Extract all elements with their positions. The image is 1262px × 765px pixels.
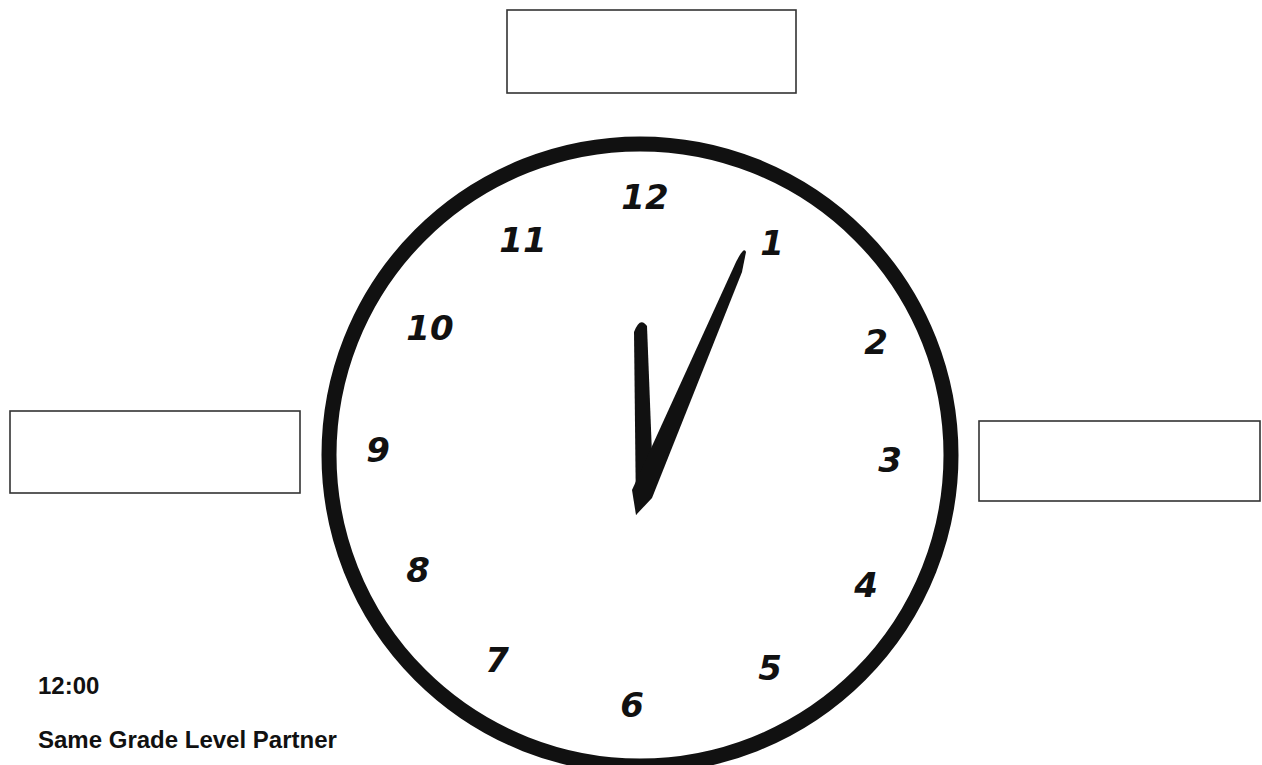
clock-numeral: 3 [878,443,902,477]
minute-hand [632,250,746,515]
time-label: 12:00 [38,674,99,698]
clock-numeral: 10 [406,311,453,345]
clock-numeral: 7 [485,643,509,677]
clock-numeral: 12 [621,180,668,214]
blank-box [979,421,1260,501]
clock-numeral: 6 [620,688,644,722]
clock-numeral: 8 [406,553,430,587]
clock-face [329,144,951,765]
clock-numeral: 1 [760,226,784,260]
partner-label: Same Grade Level Partner [38,728,337,752]
clock-numeral: 2 [864,325,888,359]
clock-numeral: 5 [758,651,782,685]
clock-numeral: 4 [854,568,878,602]
clock-numeral: 11 [499,223,546,257]
blank-box [507,10,796,93]
blank-box [10,411,300,493]
clock-numeral: 9 [366,433,390,467]
